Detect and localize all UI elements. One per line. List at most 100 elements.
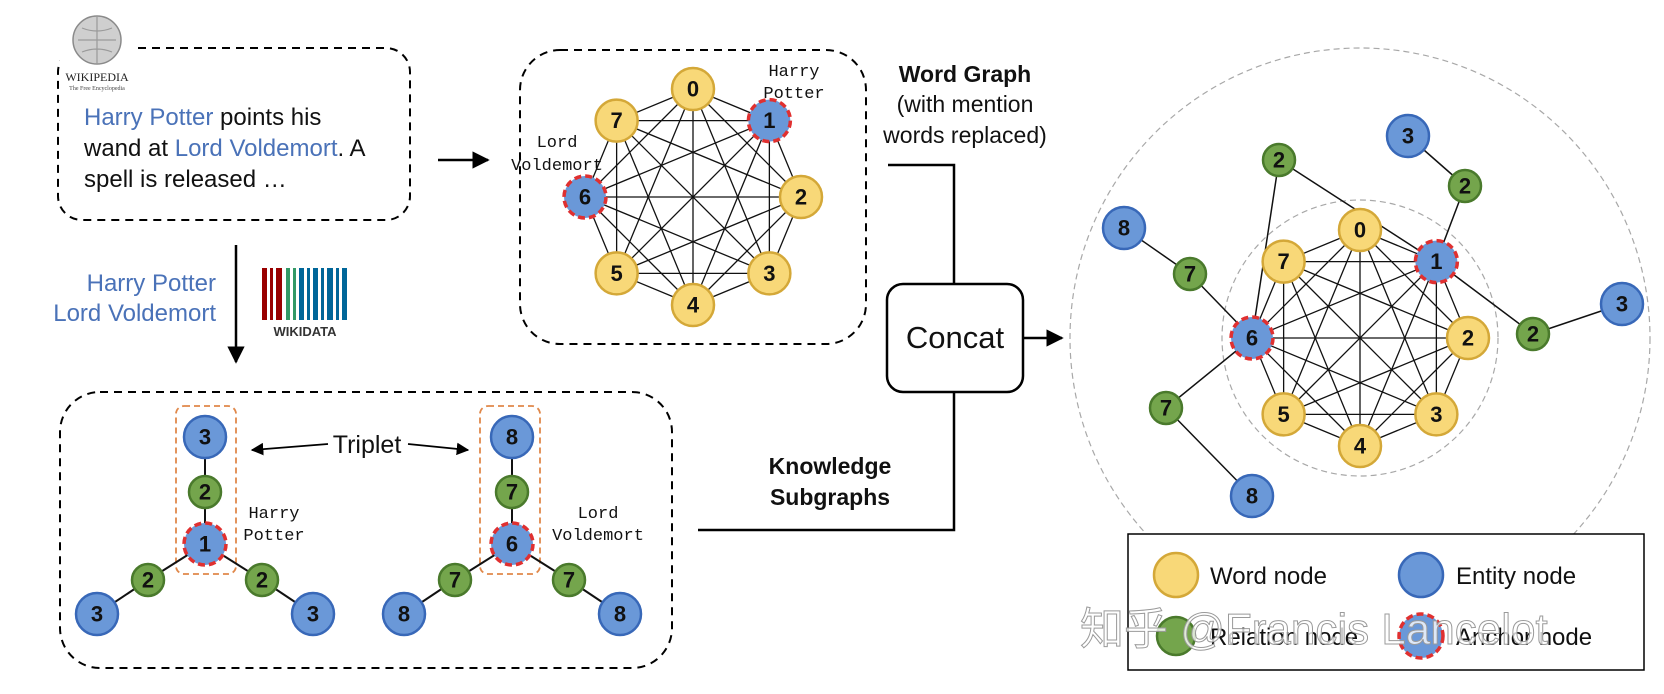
sub1-label-1: Harry [248,505,299,524]
merged-relation-node: 7 [1172,256,1208,292]
sub2-relation-left: 7 [437,562,473,598]
sub1-relation-top-label: 2 [199,480,211,505]
merged-relation-node: 2 [1515,316,1551,352]
mention-list-harry: Harry Potter [87,270,216,297]
merged-word-node-7: 7 [1261,239,1306,284]
merged-entity-node: 8 [1229,473,1275,519]
legend-word-node [1152,551,1200,599]
merged-word-edge [1283,229,1361,415]
merged-word-edge [1283,261,1437,415]
word-node-7: 7 [594,98,639,143]
legend-relation-label: Relation node [1210,624,1358,651]
sub1-relation-left: 2 [130,562,166,598]
knowledge-connector [698,392,956,532]
merged-word-edge [1251,337,1437,415]
anchor-label-lord-1: Lord [537,134,578,153]
word-graph-edge [692,120,770,306]
word-graph-edge [616,120,802,198]
sub1-entity-top-label: 3 [199,425,211,450]
source-line-1: Harry Potter points his [84,104,321,131]
sub1-relation-right-label: 2 [256,568,268,593]
merged-word-node-0: 0 [1337,207,1383,253]
word-node-5: 5 [594,251,639,296]
sub1-entity-top: 3 [182,414,228,460]
merged-word-node-2-label: 2 [1462,326,1474,351]
sub2-entity-top: 8 [489,414,535,460]
word-graph-edge [616,88,694,274]
anchor-label-lord-2: Voldemort [511,157,603,176]
word-node-6-label: 6 [579,185,591,210]
word-node-6: 6 [562,174,608,220]
merged-entity-node-label: 8 [1118,216,1130,241]
merged-entity-node-label: 3 [1616,292,1628,317]
merged-word-edge [1251,337,1361,447]
source-line-3: spell is released … [84,166,287,193]
mention-voldemort: Lord Voldemort [175,135,338,162]
merged-entity-node-label: 8 [1246,484,1258,509]
sub2-anchor: 6 [489,521,535,567]
word-graph-edge [584,196,694,306]
triplet-box-1 [175,405,237,575]
inner-ring [1221,199,1499,477]
merged-relation-node-label: 7 [1184,262,1196,287]
triplet-box-2 [479,405,541,575]
merged-relation-node: 2 [1261,142,1297,178]
wikidata-logo-text: WIKIDATA [273,324,337,339]
sub2-entity-left: 8 [381,591,427,637]
source-line-2: wand at Lord Voldemort. A [83,135,366,162]
concat-box: Concat [885,282,1025,394]
wikipedia-logo-icon: WIKIPEDIA The Free Encyclopedia [60,15,134,92]
concat-label: Concat [906,320,1005,355]
watermark: 知乎 @Francis Lancelot [1080,605,1548,654]
merged-word-node-4-label: 4 [1354,434,1367,459]
sub1-label-2: Potter [243,527,304,546]
merged-word-node-1-label: 1 [1430,249,1442,274]
merged-word-node-3-label: 3 [1430,402,1442,427]
merged-word-node-4: 4 [1337,423,1383,469]
word-graph-edge [616,120,694,306]
merged-entity-node: 3 [1599,281,1645,327]
merged-word-node-3: 3 [1414,392,1459,437]
merged-word-edge [1359,261,1437,447]
legend-relation-node [1155,615,1197,657]
merged-entity-node: 8 [1101,205,1147,251]
sub2-entity-right: 8 [597,591,643,637]
mention-list-voldemort: Lord Voldemort [53,300,216,327]
sub1-relation-right: 2 [244,562,280,598]
word-graph-edge [584,196,770,274]
word-node-0-label: 0 [687,77,699,102]
merged-word-node-6: 6 [1229,315,1275,361]
word-graph-connector [888,163,956,284]
sub1-anchor-label: 1 [199,532,211,557]
sub2-relation-top-label: 7 [506,480,518,505]
word-graph-subtitle-1: (with mention [897,91,1034,117]
merged-word-edge [1359,229,1437,415]
word-node-0: 0 [670,66,716,112]
word-node-1: 1 [746,97,793,144]
word-graph-edge [584,120,770,198]
merged-word-edge [1283,261,1469,339]
legend-anchor-node [1397,612,1445,660]
legend-word-label: Word node [1210,563,1327,590]
word-graph-edge [692,88,770,274]
merged-word-node-5: 5 [1261,392,1306,437]
merged-word-edge [1283,337,1469,415]
sub2-relation-right-label: 7 [563,568,575,593]
merged-word-node-2: 2 [1445,315,1491,361]
word-node-5-label: 5 [611,261,623,286]
word-node-2-label: 2 [795,185,807,210]
knowledge-title-2: Subgraphs [770,484,890,510]
word-graph-edge [616,196,802,274]
sub1-entity-right-label: 3 [307,602,319,627]
wikidata-logo-icon: WIKIDATA [262,268,347,339]
legend-entity-node [1397,551,1445,599]
sub1-entity-left-label: 3 [91,602,103,627]
triplet-arrow-right [407,442,470,456]
word-graph-title: Word Graph [899,61,1031,87]
word-node-2: 2 [778,174,824,220]
sub1-entity-right: 3 [290,591,336,637]
sub1-entity-left: 3 [74,591,120,637]
